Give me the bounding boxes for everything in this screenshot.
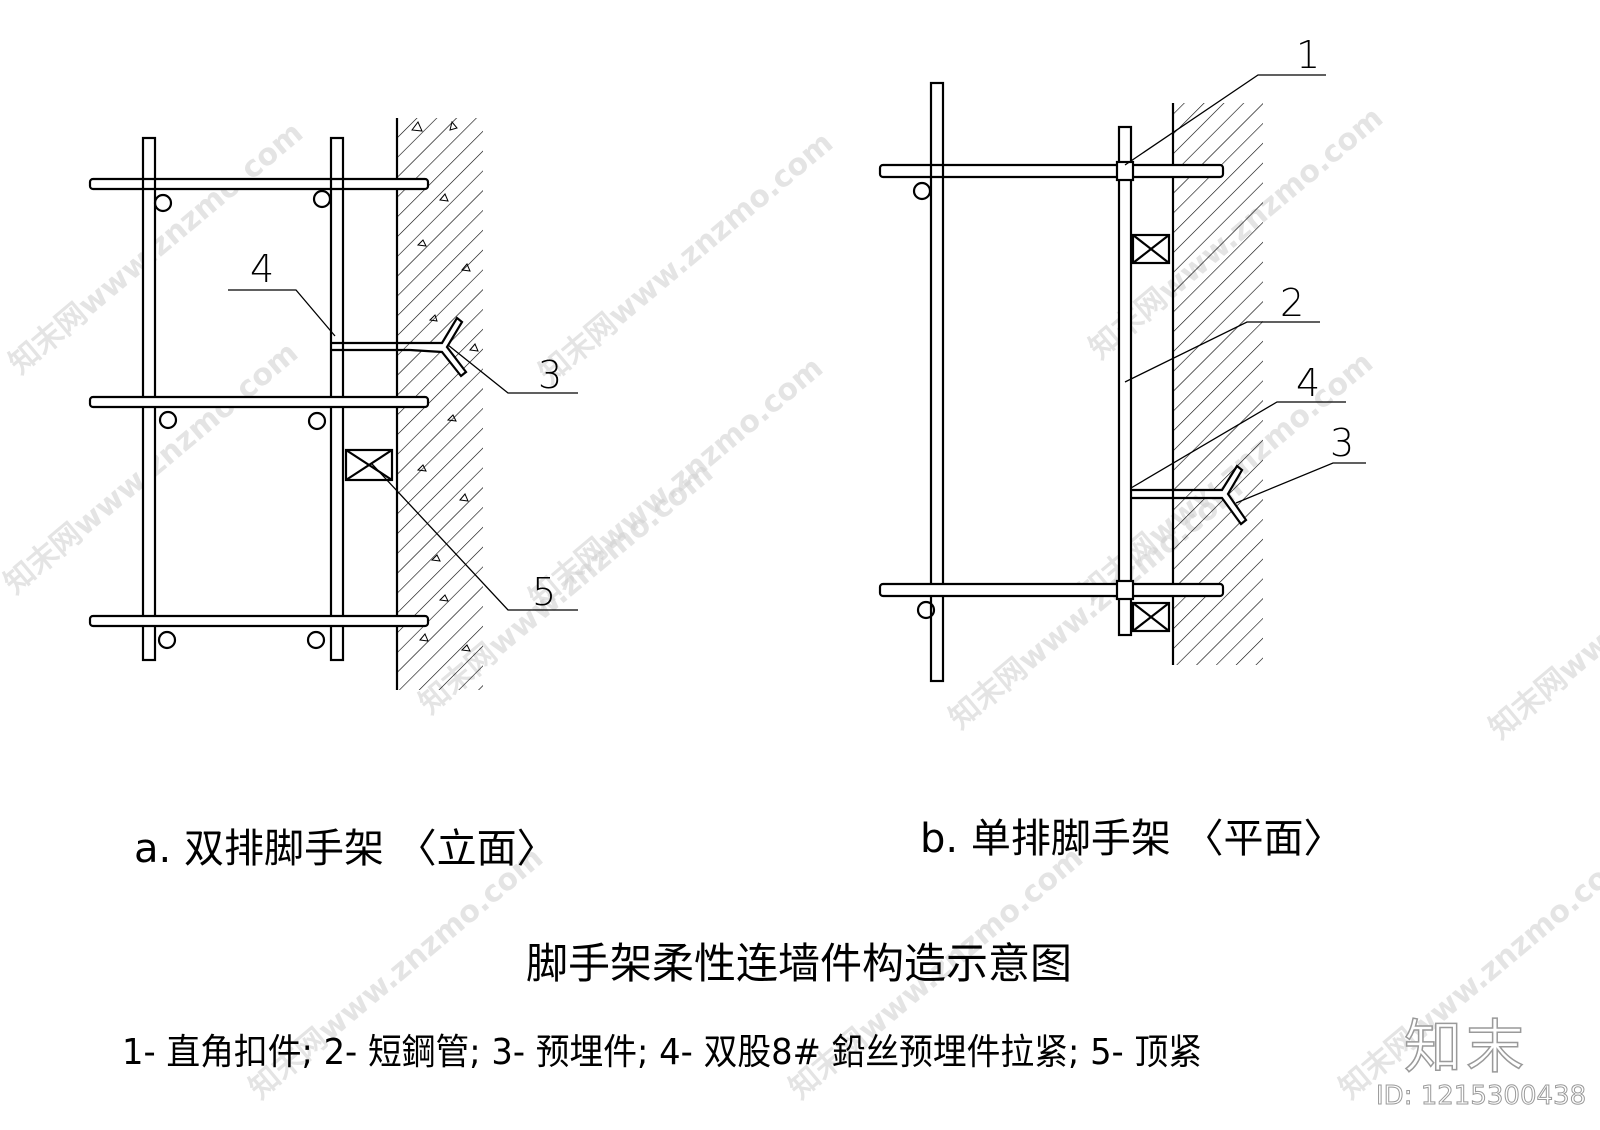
callout-a-3: 3 [538, 353, 562, 397]
embedded-part-b [1205, 464, 1248, 526]
callout-b-3: 3 [1330, 421, 1354, 465]
callout-b-1: 1 [1296, 33, 1320, 77]
cross-pipe [306, 630, 326, 650]
strut-block-b [1131, 233, 1171, 265]
wall-b [1173, 103, 1263, 665]
figure-b-single-row-scaffold [878, 81, 1263, 683]
cross-pipe [153, 193, 173, 213]
ledger-mid [88, 395, 430, 409]
figure-a-caption: a. 双排脚手架 〈立面〉 [134, 826, 557, 872]
cross-pipe [307, 411, 327, 431]
leaders-a [228, 289, 578, 611]
watermark-logo: 知末 [1403, 1012, 1529, 1082]
callout-a-4: 4 [250, 247, 274, 291]
watermark-id: ID: 1215300438 [1375, 1081, 1587, 1112]
cross-pipe [912, 181, 932, 201]
watermark-text: 知末网www.znzmo.com [523, 350, 830, 616]
cross-pipe [157, 630, 177, 650]
watermark-text: 知末网www.znzmo.com [533, 125, 840, 391]
concrete-marks [411, 120, 479, 652]
right-angle-coupler [1115, 579, 1135, 601]
cross-pipe [158, 410, 178, 430]
ledger-b-bottom [878, 582, 1225, 598]
right-angle-coupler [1115, 160, 1135, 182]
callout-b-2: 2 [1280, 281, 1304, 325]
figure-b-caption: b. 单排脚手架 〈平面〉 [920, 816, 1344, 862]
cross-pipe [916, 600, 936, 620]
ledger-b-top [878, 163, 1225, 179]
figure-a-double-row-scaffold [88, 118, 483, 690]
ledger-top [88, 177, 430, 191]
callout-a-5: 5 [532, 570, 556, 614]
standard-b-outer [929, 81, 945, 683]
cross-pipe [312, 189, 332, 209]
legend: 1- 直角扣件; 2- 短鋼管; 3- 预埋件; 4- 双股8# 鉛丝预埋件拉紧… [122, 1032, 1202, 1073]
strut-block-b [1131, 601, 1171, 633]
ledger-bottom [88, 614, 430, 628]
short-steel-pipe [1117, 125, 1133, 637]
drawing-title: 脚手架柔性连墙件构造示意图 [526, 939, 1072, 988]
embedded-part-a [409, 316, 468, 378]
callout-b-4: 4 [1296, 361, 1320, 405]
strut-block-a [344, 448, 394, 482]
watermark-text: 知末网www.znzmo.com [1483, 480, 1600, 746]
leaders-b [1124, 74, 1366, 504]
